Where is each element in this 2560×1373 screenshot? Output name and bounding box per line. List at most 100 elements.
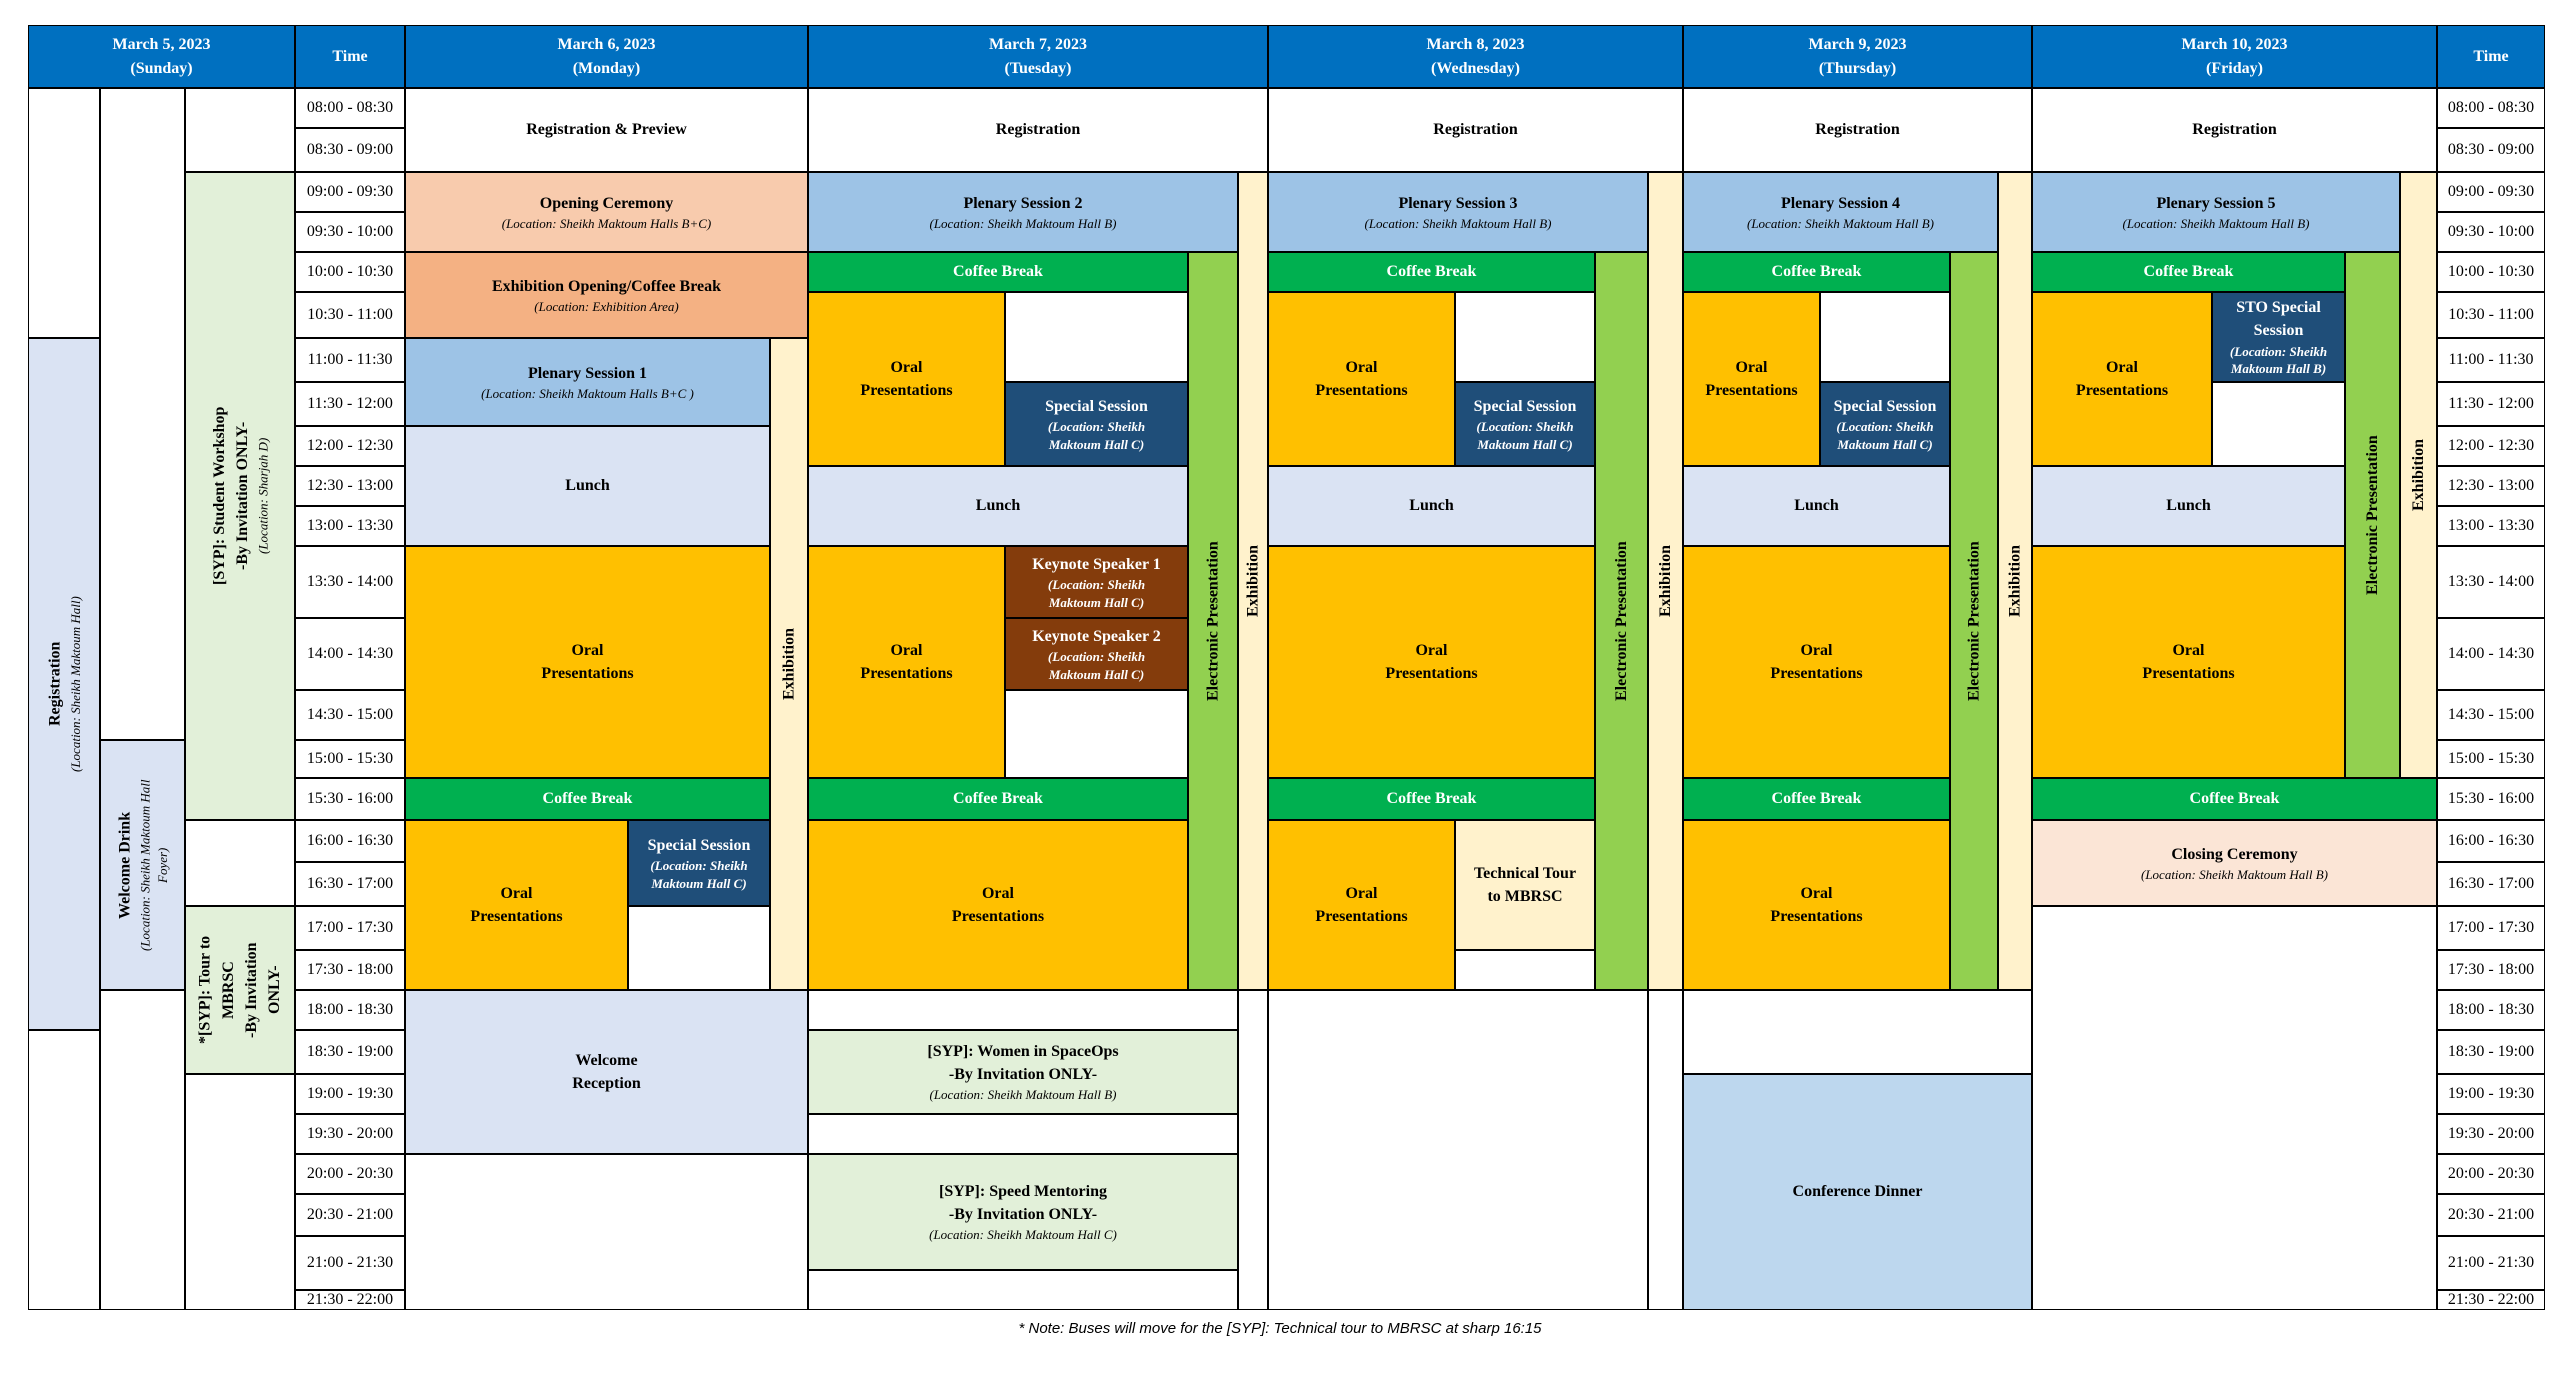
keynote-speaker-2-location: (Location: Sheikh Maktoum Hall C) bbox=[1047, 649, 1146, 682]
syp-tour-mbrsc-title: *[SYP]: Tour to MBRSC -By Invitation ONL… bbox=[196, 935, 284, 1045]
coffee-break-thursday-am: Coffee Break bbox=[1683, 252, 1950, 292]
time-slot-right: 15:00 - 15:30 bbox=[2437, 740, 2545, 778]
coffee-break-tuesday-am: Coffee Break bbox=[808, 252, 1188, 292]
syp-tour-mbrsc: *[SYP]: Tour to MBRSC -By Invitation ONL… bbox=[185, 906, 295, 1074]
opening-ceremony: Opening Ceremony(Location: Sheikh Maktou… bbox=[405, 172, 808, 252]
oral-tuesday-mid: Oral Presentations bbox=[808, 546, 1005, 778]
time-slot-left: 15:00 - 15:30 bbox=[295, 740, 405, 778]
time-slot-right: 10:00 - 10:30 bbox=[2437, 252, 2545, 292]
keynote-speaker-1-location: (Location: Sheikh Maktoum Hall C) bbox=[1047, 577, 1146, 610]
time-slot-left: 21:00 - 21:30 bbox=[295, 1236, 405, 1290]
plenary-session-4-title: Plenary Session 4 bbox=[1780, 194, 1901, 212]
time-slot-left: 09:30 - 10:00 bbox=[295, 212, 405, 252]
tuesday-blank-1 bbox=[1005, 292, 1188, 382]
exhibition-opening-title: Exhibition Opening/Coffee Break bbox=[491, 277, 722, 295]
time-slot-left: 13:00 - 13:30 bbox=[295, 506, 405, 546]
header-sunday-title: March 5, 2023 (Sunday) bbox=[112, 36, 211, 77]
oral-friday-mid: Oral Presentations bbox=[2032, 546, 2345, 778]
plenary-session-2-title: Plenary Session 2 bbox=[963, 194, 1083, 212]
sto-special-session-title: STO Special Session bbox=[2236, 299, 2321, 340]
footnote: * Note: Buses will move for the [SYP]: T… bbox=[1018, 1320, 1542, 1337]
plenary-session-1-title: Plenary Session 1 bbox=[527, 364, 648, 382]
oral-thursday-mid-title: Oral Presentations bbox=[1770, 641, 1863, 682]
coffee-break-tuesday-pm: Coffee Break bbox=[808, 778, 1188, 820]
time-slot-right: 09:30 - 10:00 bbox=[2437, 212, 2545, 252]
lunch-friday-title: Lunch bbox=[2166, 497, 2211, 515]
friday-blank-1 bbox=[2212, 382, 2345, 466]
electronic-presentation-friday-title: Electronic Presentation bbox=[2363, 435, 2381, 595]
header-sunday: March 5, 2023 (Sunday) bbox=[28, 25, 295, 88]
plenary-session-4: Plenary Session 4 (Location: Sheikh Makto… bbox=[1683, 172, 1998, 252]
header-wednesday: March 8, 2023 (Wednesday) bbox=[1268, 25, 1683, 88]
time-slot-right: 10:30 - 11:00 bbox=[2437, 292, 2545, 338]
syp-speed-mentoring-location: (Location: Sheikh Maktoum Hall C) bbox=[929, 1227, 1117, 1243]
plenary-session-1-location: (Location: Sheikh Maktoum Halls B+C ) bbox=[481, 385, 694, 401]
exhibition-monday-title: Exhibition bbox=[780, 627, 798, 701]
coffee-break-wednesday-pm: Coffee Break bbox=[1268, 778, 1595, 820]
oral-monday-am: Oral Presentations bbox=[405, 546, 770, 778]
oral-friday-am-title: Oral Presentations bbox=[2075, 358, 2169, 399]
plenary-session-4-location: (Location: Sheikh Maktoum Hall B) bbox=[1746, 215, 1934, 231]
coffee-break-friday-am: Coffee Break bbox=[2032, 252, 2345, 292]
header-monday-title: March 6, 2023 (Monday) bbox=[557, 36, 656, 77]
plenary-session-3: Plenary Session 3(Location: Sheikh Makto… bbox=[1268, 172, 1648, 252]
special-session-thursday-title: Special Session bbox=[1833, 397, 1937, 415]
exhibition-friday: Exhibition bbox=[2400, 172, 2437, 778]
closing-ceremony: Closing Ceremony(Location: Sheikh Maktou… bbox=[2032, 820, 2437, 906]
lunch-monday: Lunch bbox=[405, 426, 770, 546]
welcome-reception: Welcome Reception bbox=[405, 990, 808, 1154]
special-session-monday: Special Session(Location: Sheikh Maktoum… bbox=[628, 820, 770, 906]
thursday-blank-1 bbox=[1820, 292, 1950, 382]
time-slot-left: 19:30 - 20:00 bbox=[295, 1114, 405, 1154]
time-slot-right: 16:30 - 17:00 bbox=[2437, 862, 2545, 906]
oral-wednesday-pm: Oral Presentations bbox=[1268, 820, 1455, 990]
wednesday-blank-3 bbox=[1268, 990, 1648, 1310]
oral-wednesday-mid-title: Oral Presentations bbox=[1385, 641, 1478, 682]
electronic-presentation-tuesday-title: Electronic Presentation bbox=[1204, 541, 1222, 701]
time-slot-left: 21:30 - 22:00 bbox=[295, 1290, 405, 1310]
coffee-break-friday-pm-title: Coffee Break bbox=[2189, 790, 2280, 808]
welcome-reception-title: Welcome Reception bbox=[572, 1051, 641, 1092]
header-time-right: Time bbox=[2437, 25, 2545, 88]
technical-tour-title: Technical Tour to MBRSC bbox=[1473, 864, 1577, 905]
registration-sunday-location: (Location: Sheikh Maktoum Hall) bbox=[67, 596, 83, 772]
oral-friday-am: Oral Presentations bbox=[2032, 292, 2212, 466]
coffee-break-friday-pm: Coffee Break bbox=[2032, 778, 2437, 820]
time-slot-right: 19:30 - 20:00 bbox=[2437, 1114, 2545, 1154]
time-slot-left: 12:00 - 12:30 bbox=[295, 426, 405, 466]
registration-friday-title: Registration bbox=[2192, 121, 2277, 139]
plenary-session-1: Plenary Session 1 (Location: Sheikh Makto… bbox=[405, 338, 770, 426]
oral-friday-mid-title: Oral Presentations bbox=[2142, 641, 2235, 682]
time-slot-left: 17:30 - 18:00 bbox=[295, 950, 405, 990]
special-session-tuesday-title: Special Session bbox=[1045, 397, 1148, 415]
registration-wednesday: Registration bbox=[1268, 88, 1683, 172]
exhibition-friday-title: Exhibition bbox=[2409, 438, 2427, 512]
time-slot-right: 16:00 - 16:30 bbox=[2437, 820, 2545, 862]
sunday-blank-b2 bbox=[100, 990, 185, 1310]
electronic-presentation-thursday-title: Electronic Presentation bbox=[1965, 541, 1983, 701]
syp-women-spaceops: [SYP]: Women in SpaceOps -By Invitation … bbox=[808, 1030, 1238, 1114]
header-time-right-title: Time bbox=[2473, 47, 2509, 65]
special-session-monday-location: (Location: Sheikh Maktoum Hall C) bbox=[650, 858, 748, 891]
plenary-session-2: Plenary Session 2(Location: Sheikh Makto… bbox=[808, 172, 1238, 252]
header-thursday-title: March 9, 2023 (Thursday) bbox=[1808, 36, 1907, 77]
tuesday-blank-4 bbox=[808, 1114, 1238, 1154]
opening-ceremony-location: (Location: Sheikh Maktoum Halls B+C) bbox=[501, 215, 712, 231]
time-slot-left: 12:30 - 13:00 bbox=[295, 466, 405, 506]
time-slot-left: 10:00 - 10:30 bbox=[295, 252, 405, 292]
plenary-session-5-title: Plenary Session 5 bbox=[2156, 194, 2276, 212]
time-slot-left: 16:00 - 16:30 bbox=[295, 820, 405, 862]
time-slot-left: 19:00 - 19:30 bbox=[295, 1074, 405, 1114]
sunday-blank-c2 bbox=[185, 820, 295, 906]
closing-ceremony-title: Closing Ceremony bbox=[2171, 845, 2298, 863]
electronic-presentation-thursday: Electronic Presentation bbox=[1950, 252, 1998, 990]
coffee-break-thursday-pm-title: Coffee Break bbox=[1771, 790, 1862, 808]
friday-blank-2 bbox=[2032, 906, 2437, 1310]
special-session-tuesday-location: (Location: Sheikh Maktoum Hall C) bbox=[1047, 419, 1146, 452]
header-tuesday: March 7, 2023 (Tuesday) bbox=[808, 25, 1268, 88]
exhibition-opening-location: (Location: Exhibition Area) bbox=[534, 298, 679, 314]
time-slot-left: 18:30 - 19:00 bbox=[295, 1030, 405, 1074]
lunch-tuesday-title: Lunch bbox=[975, 497, 1021, 515]
student-workshop: [SYP]: Student Workshop -By Invitation O… bbox=[185, 172, 295, 820]
welcome-drink-location: (Location: Sheikh Maktoum Hall Foyer) bbox=[137, 779, 171, 951]
